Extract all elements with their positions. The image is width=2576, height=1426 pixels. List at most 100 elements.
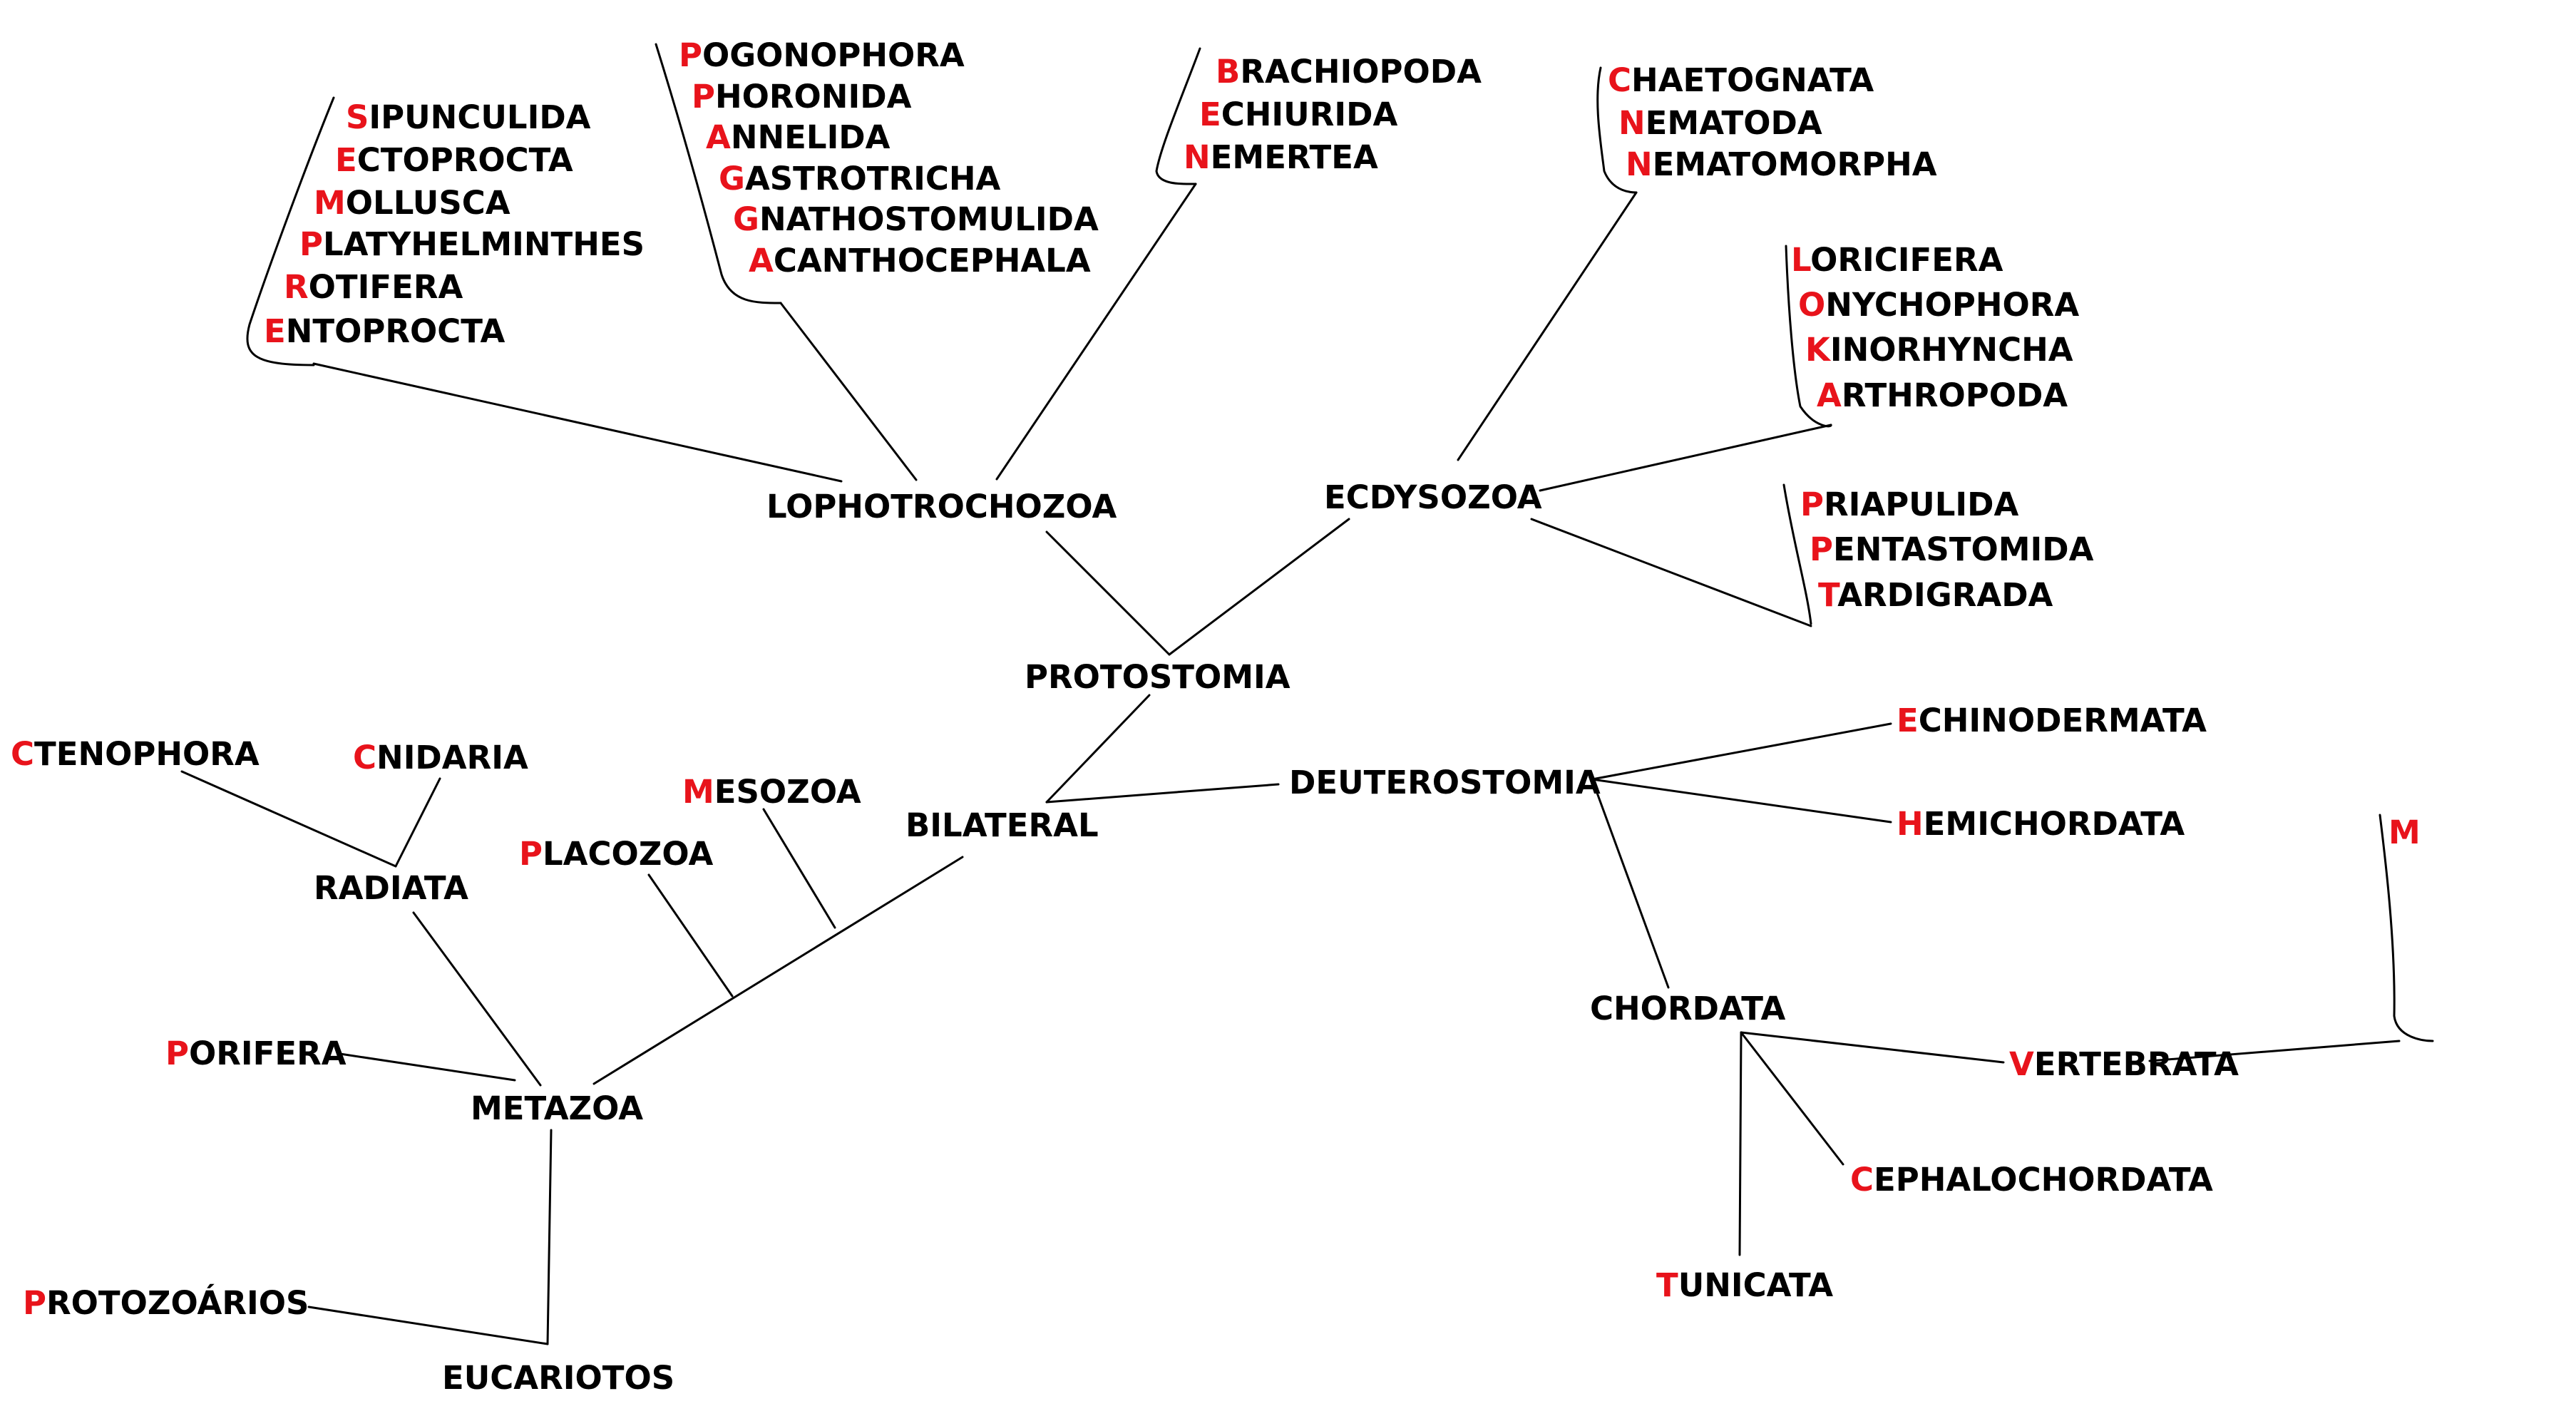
taxon-initial: G <box>733 200 759 238</box>
taxon-m: M <box>2388 816 2421 848</box>
node-deuterostomia: DEUTEROSTOMIA <box>1289 764 1601 801</box>
taxon-rest: ASTROTRICHA <box>744 160 1001 198</box>
taxon-entoprocta: ENTOPROCTA <box>264 315 505 347</box>
node-radiata: RADIATA <box>314 869 468 907</box>
taxon-rest: LATYHELMINTHES <box>322 225 645 263</box>
edge-deuterostomia-hemichordata <box>1591 778 1892 824</box>
taxon-echinodermata: ECHINODERMATA <box>1897 704 2207 737</box>
edge-bilateral-metazoa <box>592 856 964 1085</box>
taxon-initial: G <box>719 160 745 198</box>
taxon-rest: NIDARIA <box>376 739 528 776</box>
taxon-initial: B <box>1216 53 1241 91</box>
taxon-initial: P <box>692 78 715 116</box>
taxon-chaetognata: CHAETOGNATA <box>1608 64 1874 96</box>
taxon-initial: C <box>1608 61 1632 99</box>
bracket-sipunculida-group <box>246 96 335 366</box>
taxon-initial: L <box>1791 241 1811 279</box>
taxon-pentastomida: PENTASTOMIDA <box>1810 533 2093 565</box>
taxon-initial: H <box>1897 805 1924 843</box>
taxon-rest: HAETOGNATA <box>1631 61 1874 99</box>
bracket-m-group <box>2379 814 2434 1042</box>
taxon-annelida: ANNELIDA <box>706 121 891 153</box>
node-protostomia: PROTOSTOMIA <box>1025 658 1290 696</box>
node-lophotrochozoa: LOPHOTROCHOZOA <box>766 488 1117 525</box>
taxon-rest: EMERTEA <box>1210 138 1378 176</box>
taxon-sipunculida: SIPUNCULIDA <box>346 101 591 133</box>
taxon-initial: N <box>1184 138 1211 176</box>
taxon-rest: EMATOMORPHA <box>1652 145 1937 183</box>
taxon-tunicata: TUNICATA <box>1656 1269 1833 1301</box>
taxon-tardigrada: TARDIGRADA <box>1818 579 2053 611</box>
taxon-initial: E <box>1199 96 1221 133</box>
taxon-initial: A <box>749 242 774 279</box>
taxon-platyhelminthes: PLATYHELMINTHES <box>299 228 645 260</box>
taxon-placozoa: PLACOZOA <box>519 838 713 870</box>
edge-deuterostomia-echinodermata <box>1591 722 1892 781</box>
edge-loricifera-group-ecdysozoa <box>1539 424 1832 492</box>
bracket-chaetognata-group <box>1596 66 1638 194</box>
taxon-initial: C <box>1850 1161 1874 1199</box>
taxon-initial: P <box>165 1035 189 1072</box>
edge-protozoarios-eucariotos <box>307 1306 549 1345</box>
taxon-protozoarios: PROTOZOÁRIOS <box>23 1287 309 1319</box>
taxon-rest: IPUNCULIDA <box>369 98 591 136</box>
taxon-rest: RIAPULIDA <box>1823 486 2019 523</box>
taxon-initial: A <box>1817 376 1842 414</box>
edge-chordata-tunicata <box>1738 1031 1743 1256</box>
taxon-rest: OLLUSCA <box>345 184 510 222</box>
taxon-cnidaria: CNIDARIA <box>353 742 528 774</box>
taxon-initial: P <box>299 225 323 263</box>
bracket-pogonophora-group <box>655 43 782 304</box>
taxon-initial: N <box>1626 145 1653 183</box>
taxon-mollusca: MOLLUSCA <box>314 187 510 219</box>
taxon-rest: ARDIGRADA <box>1837 576 2053 614</box>
taxon-rest: OGONOPHORA <box>702 36 965 74</box>
taxon-priapulida: PRIAPULIDA <box>1800 488 2018 520</box>
taxon-initial: E <box>264 312 286 350</box>
taxon-initial: M <box>682 773 714 811</box>
edge-placozoa-junction <box>647 873 734 997</box>
bracket-priapulida-group <box>1782 483 1812 625</box>
taxon-initial: P <box>1810 530 1833 568</box>
taxon-rotifera: ROTIFERA <box>284 271 463 303</box>
taxon-initial: E <box>1897 702 1919 739</box>
taxon-rest: NNELIDA <box>730 118 891 156</box>
taxon-initial: C <box>353 739 377 776</box>
edge-protostomia-bilateral <box>1045 694 1151 804</box>
taxon-rest: UNICATA <box>1678 1266 1834 1304</box>
edge-chaetognata-group-ecdysozoa <box>1457 191 1638 461</box>
taxon-initial: E <box>335 141 357 179</box>
taxon-rest: ERTEBRATA <box>2033 1045 2239 1083</box>
node-bilateral: BILATERAL <box>905 806 1099 844</box>
taxon-rest: HORONIDA <box>714 78 912 116</box>
taxon-initial: S <box>346 98 369 136</box>
taxon-mesozoa: MESOZOA <box>682 776 861 808</box>
taxon-initial: P <box>519 835 543 873</box>
taxon-rest: NTOPROCTA <box>285 312 506 350</box>
edge-metazoa-eucariotos <box>546 1129 553 1345</box>
node-metazoa: METAZOA <box>471 1089 644 1127</box>
taxon-rest: INORHYNCHA <box>1830 331 2073 369</box>
taxon-initial: O <box>1798 286 1826 324</box>
edge-radiata-metazoa <box>412 911 542 1087</box>
taxon-loricifera: LORICIFERA <box>1791 244 2003 276</box>
taxon-rest: NYCHOPHORA <box>1825 286 2080 324</box>
edge-chordata-cephalochordata <box>1740 1031 1844 1166</box>
taxon-rest: LACOZOA <box>542 835 714 873</box>
taxon-rest: OTIFERA <box>308 268 463 306</box>
taxon-rest: ROTOZOÁRIOS <box>46 1284 309 1322</box>
taxon-rest: EPHALOCHORDATA <box>1874 1161 2213 1199</box>
taxon-rest: EMATODA <box>1645 104 1822 142</box>
taxon-initial: N <box>1618 104 1646 142</box>
taxon-vertebrata: VERTEBRATA <box>2009 1048 2239 1080</box>
taxon-initial: V <box>2009 1045 2034 1083</box>
taxon-rest: ESOZOA <box>714 773 861 811</box>
taxon-initial: P <box>23 1284 46 1322</box>
taxon-ectoprocta: ECTOPROCTA <box>335 144 573 176</box>
edge-ctenophora-radiata <box>180 770 397 868</box>
taxon-initial: T <box>1818 576 1838 614</box>
node-eucariotos: EUCARIOTOS <box>442 1359 675 1397</box>
taxon-onychophora: ONYCHOPHORA <box>1798 289 2079 321</box>
taxon-gnathostomulida: GNATHOSTOMULIDA <box>733 203 1099 235</box>
